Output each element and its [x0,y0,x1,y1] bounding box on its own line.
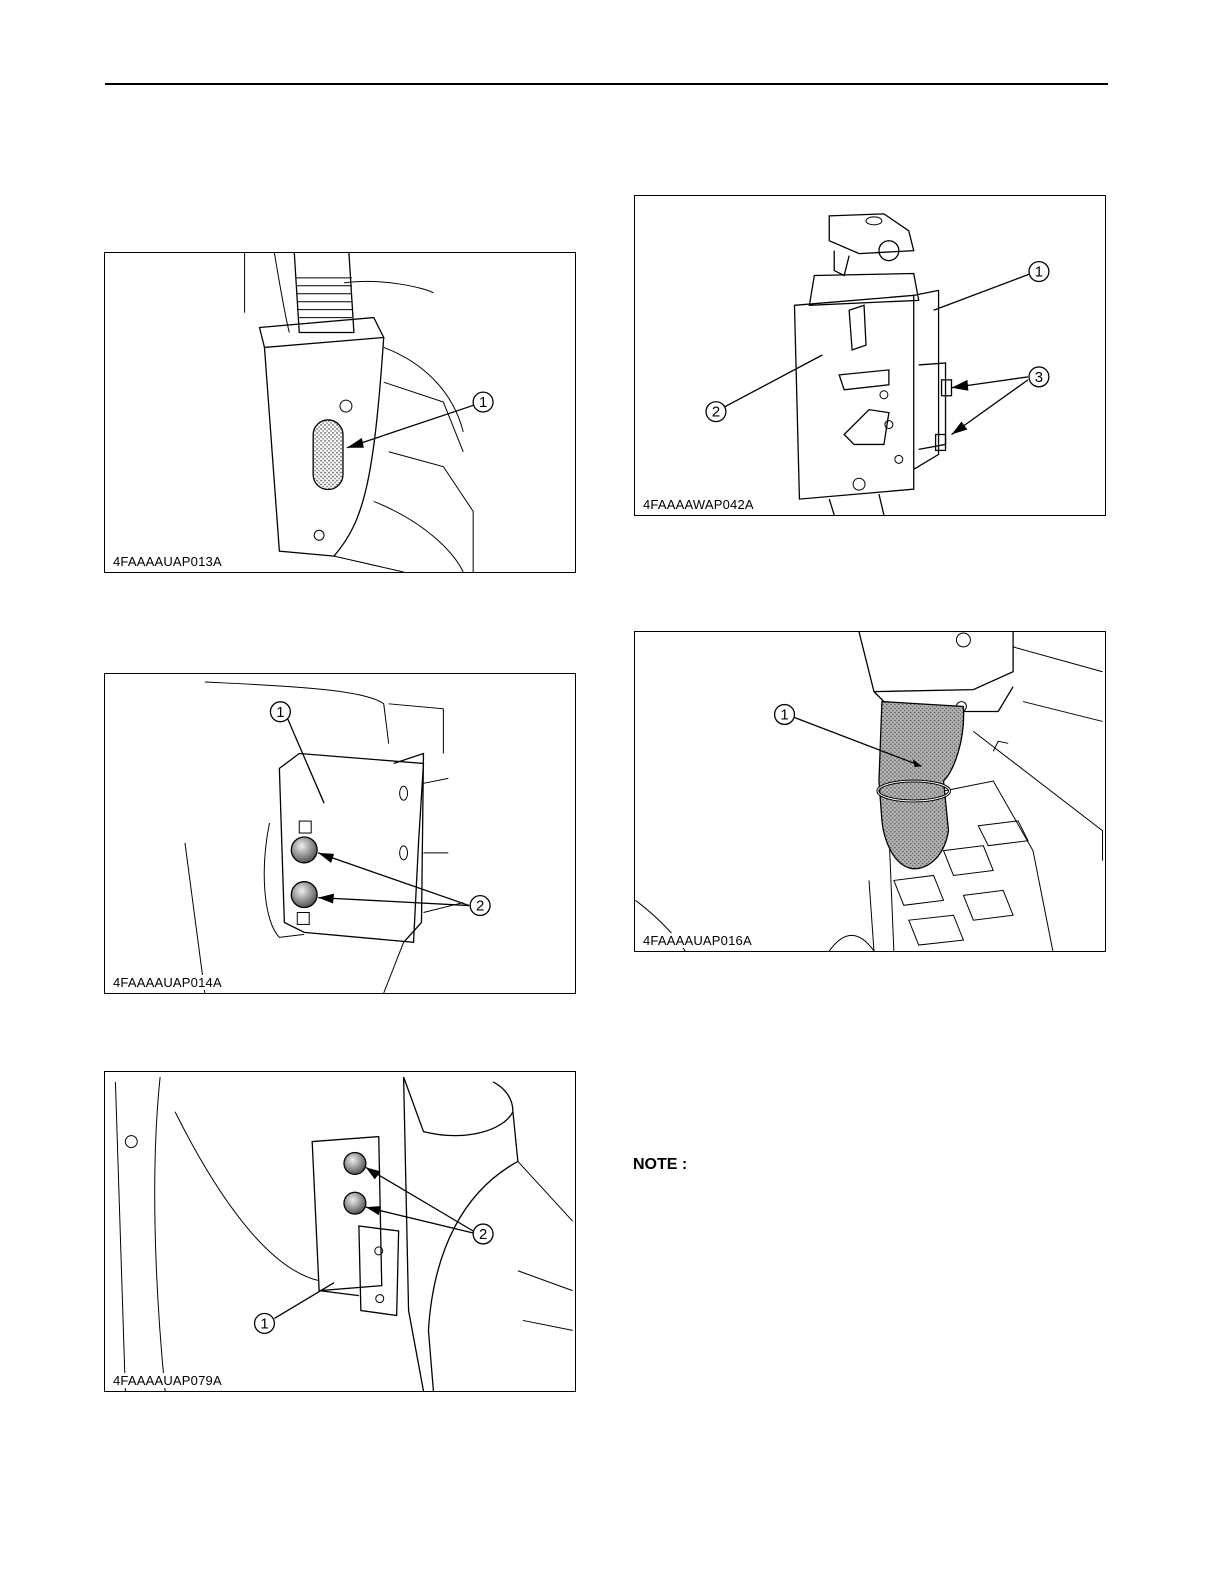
figure-bracket-bolts: 1 2 4FAAAAUAP014A [104,673,576,994]
figure-code: 4FAAAAUAP016A [641,933,754,948]
callout-number: 2 [476,899,484,915]
callout-number: 1 [479,395,487,411]
figure-boot-illustration: 1 [635,632,1105,951]
callout-number: 2 [479,1227,487,1243]
figure-boot: 1 4FAAAAUAP016A [634,631,1106,952]
callout-number: 3 [1035,370,1043,386]
figure-bracket-bolts-illustration: 1 2 [105,674,575,993]
figure-pedal-cover: 1 4FAAAAUAP013A [104,252,576,573]
callout-number: 1 [260,1316,268,1332]
callout-number: 1 [1035,265,1043,281]
figure-code: 4FAAAAWAP042A [641,497,756,512]
figure-steering-unit: 1 3 2 4FAAAAWAP042A [634,195,1106,516]
figure-pedal-cover-illustration: 1 [105,253,575,572]
callout-number: 2 [712,405,720,421]
figure-code: 4FAAAAUAP014A [111,975,224,990]
figure-code: 4FAAAAUAP013A [111,554,224,569]
header-rule [105,83,1108,85]
callout-number: 1 [780,707,788,723]
callout-number: 1 [276,705,284,721]
figure-code: 4FAAAAUAP079A [111,1373,224,1388]
note-label: NOTE : [633,1156,687,1174]
figure-mount-plate: 2 1 4FAAAAUAP079A [104,1071,576,1392]
figure-mount-plate-illustration: 2 1 [105,1072,575,1391]
figure-steering-unit-illustration: 1 3 2 [635,196,1105,515]
